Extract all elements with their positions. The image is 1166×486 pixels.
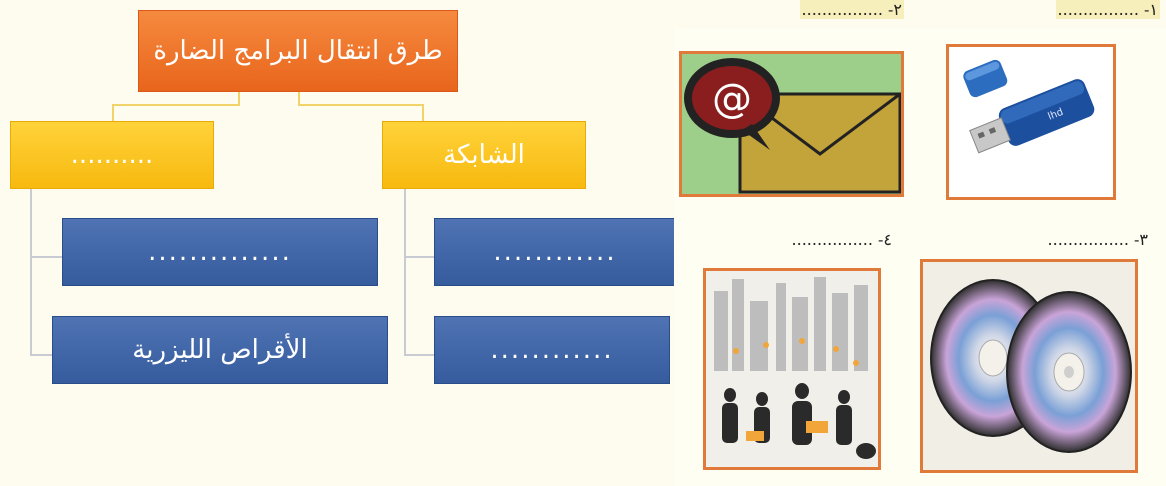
diagram-root-node: طرق انتقال البرامج الضارة: [138, 10, 458, 92]
category-blank: ..........: [10, 121, 214, 189]
leaf-other-1: ..............: [62, 218, 378, 286]
category-network: الشابكة: [382, 121, 586, 189]
connector-line: [404, 188, 406, 356]
leaf-label: الأقراص الليزرية: [132, 335, 308, 365]
compact-discs-image: [920, 259, 1138, 473]
leaf-network-2: ............: [434, 316, 670, 384]
people-network-icon: [706, 271, 878, 467]
leaf-network-1: ............: [434, 218, 676, 286]
category-label: ..........: [70, 140, 154, 170]
connector-line: [112, 104, 240, 106]
connector-line: [238, 90, 240, 106]
connector-line: [112, 104, 114, 122]
root-label: طرق انتقال البرامج الضارة: [153, 36, 443, 66]
connector-line: [30, 188, 32, 356]
email-envelope-icon: @: [682, 54, 901, 194]
question-label-1: ١- ................: [1055, 0, 1160, 19]
usb-drive-icon: lhd: [949, 47, 1113, 197]
connector-line: [298, 90, 300, 106]
question-label-2: ٢- ................: [799, 0, 904, 19]
category-label: الشابكة: [443, 140, 525, 170]
connector-line: [404, 354, 434, 356]
connector-line: [422, 104, 424, 122]
cd-disc-icon: [923, 262, 1135, 470]
leaf-label: ............: [490, 335, 614, 365]
svg-text:@: @: [712, 76, 752, 122]
connector-line: [30, 256, 62, 258]
question-label-4: ٤- ................: [791, 230, 892, 249]
leaf-label: ..............: [148, 237, 292, 267]
wireless-network-people-image: [703, 268, 881, 470]
leaf-label: ............: [493, 237, 617, 267]
email-image: @: [679, 51, 904, 197]
connector-line: [298, 104, 424, 106]
usb-brand-text: lhd: [1047, 107, 1065, 123]
leaf-optical-discs: الأقراص الليزرية: [52, 316, 388, 384]
connector-line: [30, 354, 52, 356]
connector-line: [404, 256, 434, 258]
usb-flash-drive-image: lhd: [946, 44, 1116, 200]
question-label-3: ٣- ................: [1047, 230, 1148, 249]
